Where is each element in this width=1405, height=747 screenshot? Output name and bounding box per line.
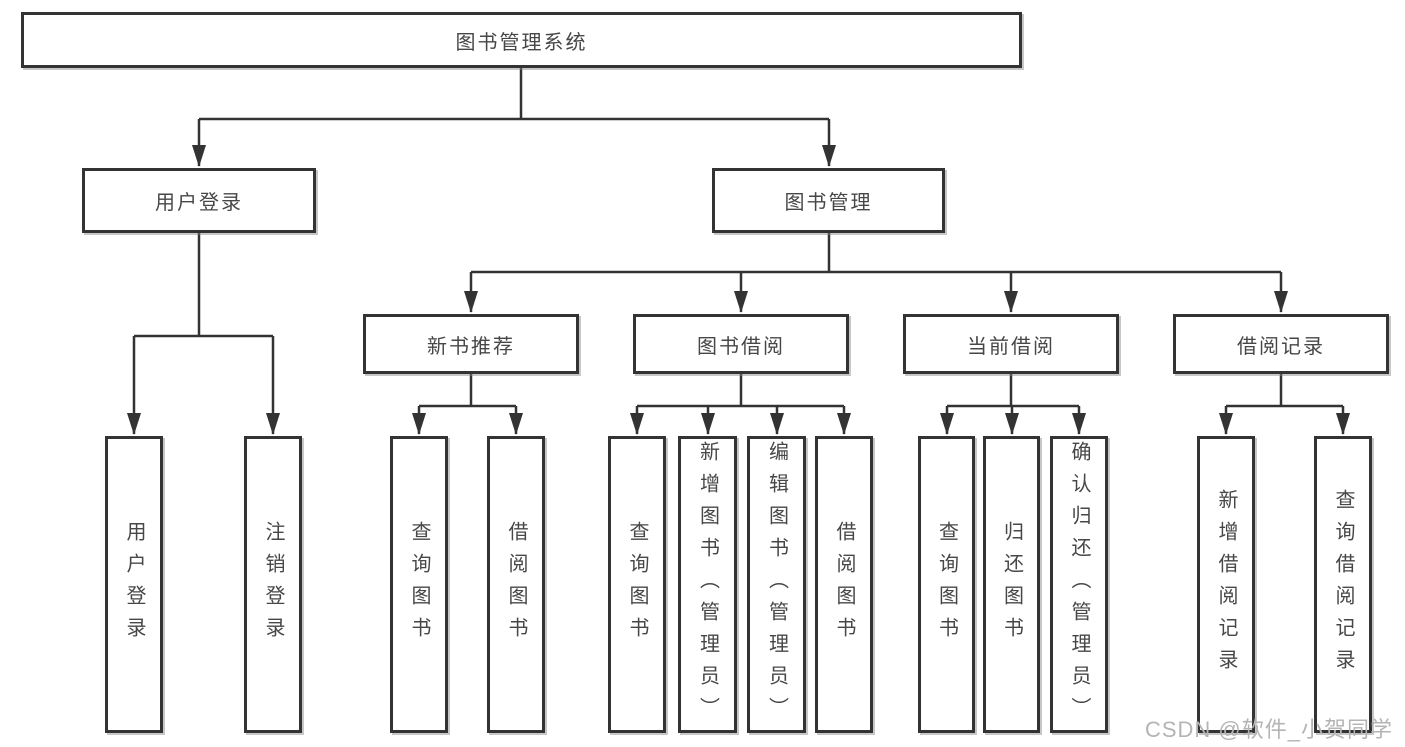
leaf-logout-label: 注销登录 (262, 520, 284, 649)
leaf-record-query: 查询借阅记录 (1314, 436, 1372, 733)
node-book-management-branch: 图书管理 (712, 168, 945, 233)
leaf-current-query: 查询图书 (918, 436, 975, 733)
node-current-borrow: 当前借阅 (903, 314, 1119, 374)
csdn-watermark: CSDN @软件_小贺同学 (1144, 717, 1393, 742)
node-borrow-records-label: 借阅记录 (1237, 335, 1325, 358)
node-borrow-records: 借阅记录 (1173, 314, 1389, 374)
leaf-confirm-return-admin: 确认归还（管理员） (1050, 436, 1108, 733)
leaf-borrow-edit-admin: 编辑图书（管理员） (747, 436, 806, 733)
leaf-user-login: 用户登录 (105, 436, 163, 733)
node-book-borrow: 图书借阅 (633, 314, 849, 374)
node-user-login-branch: 用户登录 (82, 168, 316, 233)
node-root-system-label: 图书管理系统 (455, 31, 588, 54)
leaf-return-book-label: 归还图书 (1000, 520, 1023, 649)
leaf-record-add-label: 新增借阅记录 (1215, 488, 1237, 681)
leaf-borrow-query-label: 查询图书 (626, 520, 648, 649)
leaf-newbook-query: 查询图书 (390, 436, 448, 733)
node-book-management-branch-label: 图书管理 (784, 192, 873, 214)
leaf-newbook-borrow-label: 借阅图书 (505, 520, 527, 649)
leaf-user-login-label: 用户登录 (123, 520, 145, 649)
leaf-logout: 注销登录 (244, 436, 302, 733)
leaf-current-query-label: 查询图书 (935, 520, 958, 649)
leaf-record-query-label: 查询借阅记录 (1332, 488, 1354, 681)
node-new-book-recommend: 新书推荐 (363, 314, 579, 374)
leaf-borrow-add-admin-label: 新增图书（管理员） (696, 440, 719, 729)
leaf-borrow-book: 借阅图书 (815, 436, 873, 733)
node-current-borrow-label: 当前借阅 (967, 335, 1055, 358)
leaf-borrow-add-admin: 新增图书（管理员） (678, 436, 737, 733)
node-book-borrow-label: 图书借阅 (697, 335, 785, 358)
node-root-system: 图书管理系统 (21, 12, 1022, 68)
leaf-confirm-return-admin-label: 确认归还（管理员） (1068, 440, 1090, 729)
node-user-login-branch-label: 用户登录 (155, 192, 243, 214)
leaf-return-book: 归还图书 (983, 436, 1040, 733)
leaf-borrow-query: 查询图书 (608, 436, 666, 733)
leaf-newbook-query-label: 查询图书 (408, 520, 430, 649)
leaf-borrow-book-label: 借阅图书 (833, 520, 855, 649)
leaf-borrow-edit-admin-label: 编辑图书（管理员） (765, 440, 788, 729)
node-new-book-recommend-label: 新书推荐 (427, 335, 515, 358)
leaf-newbook-borrow: 借阅图书 (487, 436, 545, 733)
leaf-record-add: 新增借阅记录 (1197, 436, 1255, 733)
